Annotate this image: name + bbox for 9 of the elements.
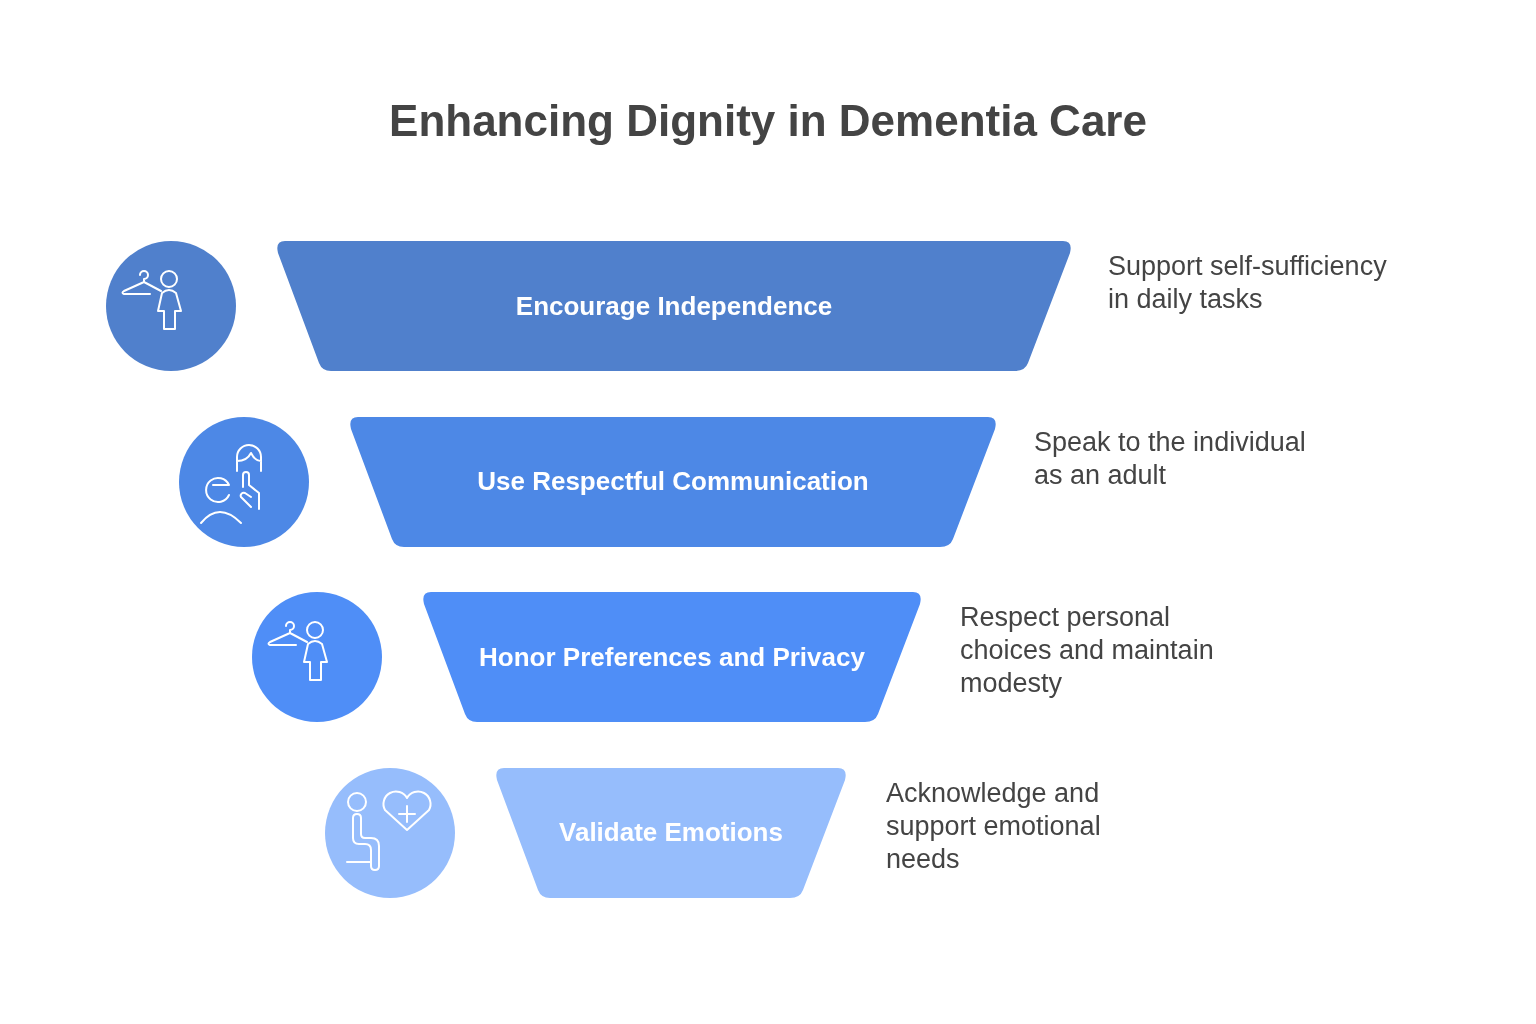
description-text: Speak to the individual as an adult (1034, 425, 1307, 492)
description-text: Respect personal choices and maintain modesty (960, 601, 1215, 700)
band-label: Encourage Independence (515, 290, 833, 322)
diagram-title: Enhancing Dignity in Dementia Care (388, 96, 1148, 146)
description-text: Support self-sufficiency in daily tasks (1108, 250, 1388, 316)
description-text: Acknowledge and support emotional needs (886, 776, 1102, 876)
band-label: Validate Emotions (559, 817, 783, 848)
band-label: Use Respectful Communication (477, 466, 869, 497)
band-label: Honor Preferences and Privacy (479, 641, 865, 673)
